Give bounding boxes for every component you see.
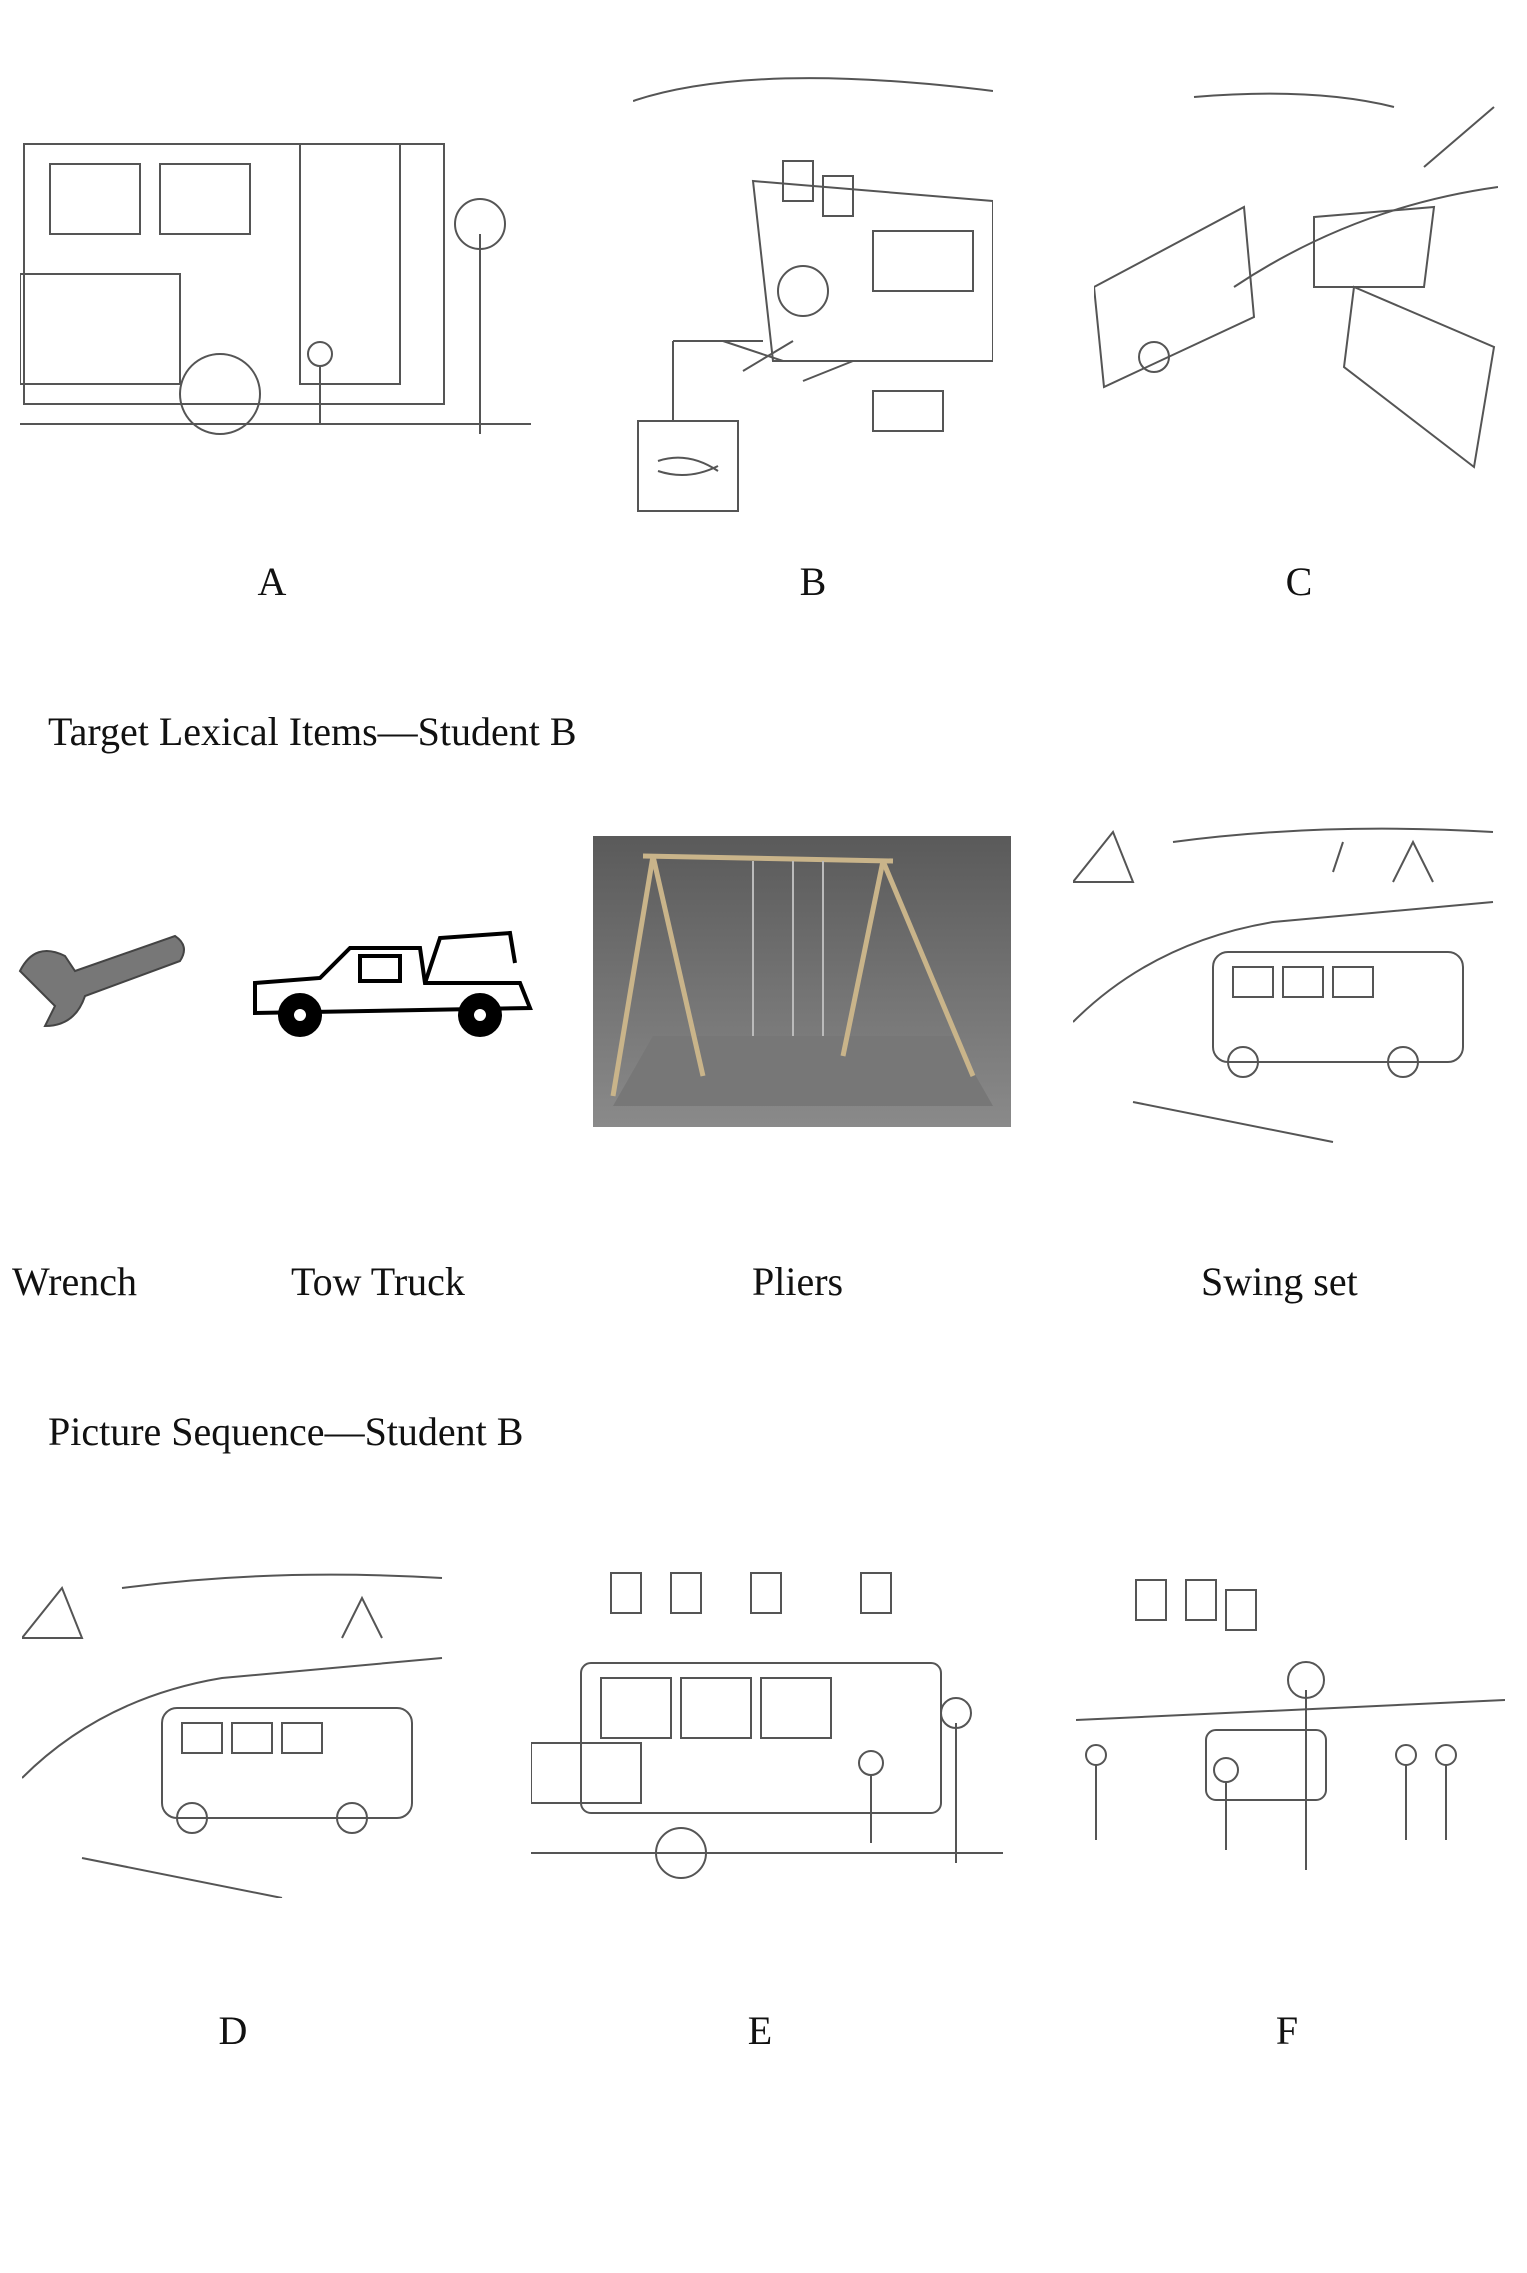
picture-label-d: D (218, 2008, 248, 2053)
picture-label-a: A (257, 559, 287, 604)
swing-set-bus-drawing (1073, 822, 1501, 1149)
lexical-label-swing-set: Swing set (1201, 1259, 1358, 1304)
picture-e-bus-crowd (531, 1563, 1003, 1902)
picture-c-tow-truck (1094, 87, 1498, 480)
picture-label-c: C (1285, 559, 1313, 604)
wrench-image (15, 931, 186, 1033)
picture-b-bus-repair (633, 61, 993, 512)
lexical-label-wrench: Wrench (12, 1259, 137, 1304)
swing-set-photo (593, 836, 1011, 1127)
picture-a-bus-stop (20, 124, 531, 444)
picture-d-bus-park (22, 1568, 451, 1898)
lexical-label-tow-truck: Tow Truck (291, 1259, 465, 1304)
lexical-items-heading: Target Lexical Items—Student B (48, 709, 577, 754)
tow-truck-image (250, 923, 535, 1040)
lexical-label-pliers: Pliers (752, 1259, 844, 1304)
picture-sequence-heading: Picture Sequence—Student B (48, 1409, 524, 1454)
picture-f-street-crossing (1076, 1570, 1505, 1898)
picture-label-e: E (747, 2008, 773, 2053)
picture-label-f: F (1275, 2008, 1299, 2053)
picture-label-b: B (799, 559, 827, 604)
